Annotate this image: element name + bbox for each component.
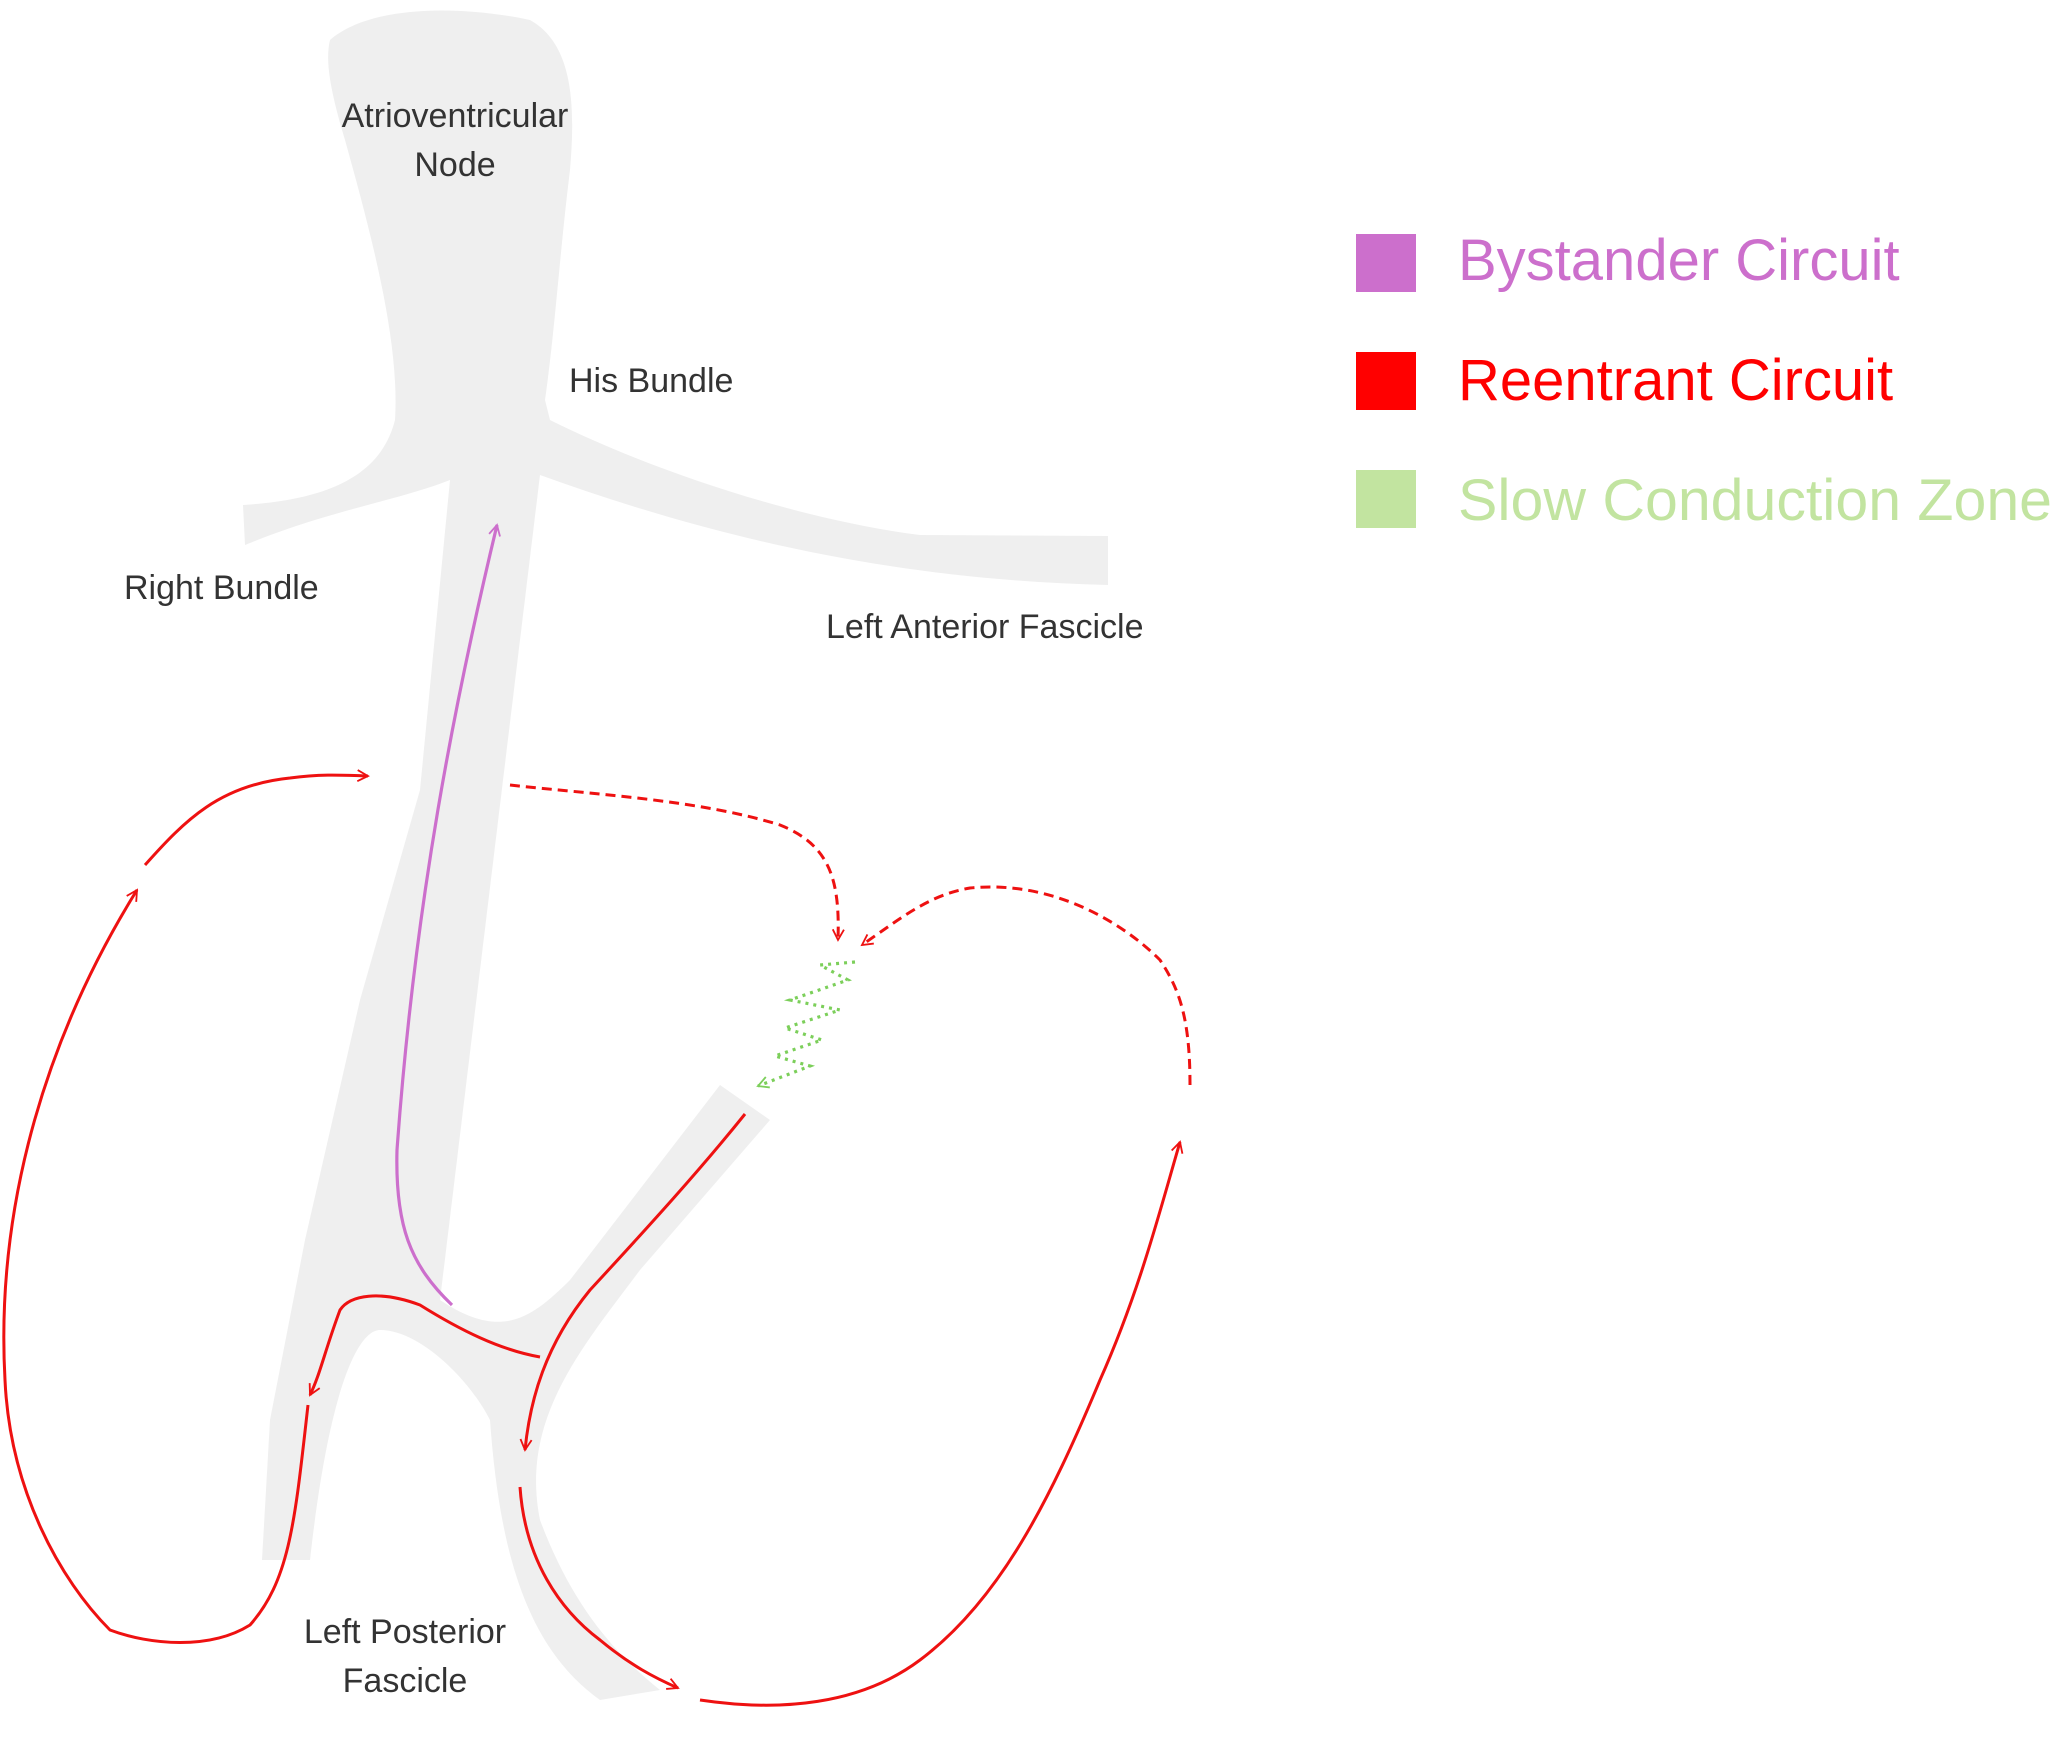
slow-conduction-path [756, 960, 856, 1089]
reentrant-dashed-right [860, 885, 1192, 1086]
legend-swatch-slow-conduction [1356, 470, 1416, 528]
conduction-system [243, 10, 1108, 1701]
left-anterior-fascicle-label: Left Anterior Fascicle [826, 608, 1143, 646]
legend-label-slow-conduction: Slow Conduction Zone [1458, 468, 2052, 533]
his-bundle-label: His Bundle [569, 362, 733, 400]
av-node-label-line2: Node [414, 146, 495, 184]
reentrant-fork-to-left [308, 1294, 541, 1397]
reentrant-descending-fascicle [519, 1113, 747, 1452]
legend-swatch-reentrant [1356, 352, 1416, 410]
reentrant-upper-left-arc [143, 769, 370, 866]
reentrant-left-loop [2, 888, 310, 1644]
reentrant-circuit [2, 769, 1192, 1707]
legend-label-bystander: Bystander Circuit [1458, 228, 1900, 293]
left-posterior-fascicle-label-line1: Left Posterior [304, 1613, 506, 1651]
bystander-circuit-path [395, 523, 501, 1307]
reentrant-dashed-top [509, 783, 845, 942]
legend-label-reentrant: Reentrant Circuit [1458, 348, 1893, 413]
reentrant-bottom-right-arc [699, 1140, 1184, 1707]
legend-swatch-bystander [1356, 234, 1416, 292]
right-bundle-label: Right Bundle [124, 569, 319, 607]
av-node-shape [243, 10, 1108, 1701]
legend: Bystander Circuit Reentrant Circuit Slow… [1356, 228, 2052, 533]
reentrant-bottom-loop [518, 1486, 680, 1690]
av-node-label-line1: Atrioventricular [342, 97, 569, 135]
left-posterior-fascicle-label-line2: Fascicle [343, 1662, 468, 1700]
